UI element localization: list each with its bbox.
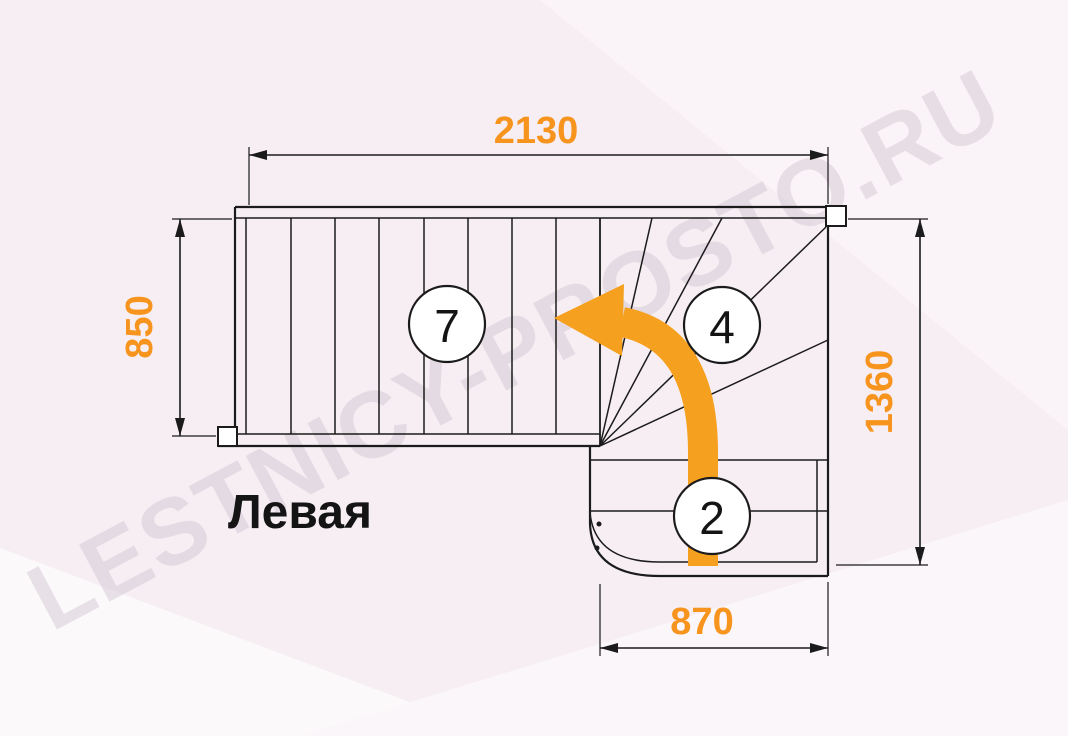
winder-step-count: 4	[709, 301, 735, 353]
dimension-arrowhead	[915, 547, 925, 565]
background-wedge-bottom-right	[300, 500, 1068, 736]
step-count-markers: 7 4 2	[407, 284, 762, 556]
dimension-arrowhead	[600, 643, 618, 653]
dimension-arrowhead	[915, 219, 925, 237]
lower-flight-step-count: 2	[699, 492, 725, 544]
dimension-arrowhead	[175, 418, 185, 436]
winder-count-circle	[682, 285, 762, 365]
dimension-arrowhead	[810, 150, 828, 160]
staircase-outline	[218, 205, 830, 578]
edge-dot	[596, 521, 602, 527]
background-wedge-top-right	[540, 0, 1068, 430]
direction-arrow	[554, 284, 718, 566]
plan-side-label: Левая	[228, 486, 372, 539]
dimension-arrowhead	[175, 219, 185, 237]
lower-flight-curved-outer-edge	[588, 523, 828, 578]
dimension-top-value: 2130	[494, 110, 579, 152]
upper-flight-count-circle	[407, 284, 487, 364]
newel-post-top-right	[825, 205, 847, 227]
dimension-arrowhead	[810, 643, 828, 653]
dimension-arrowhead	[249, 150, 267, 160]
dimension-right-value: 1360	[859, 350, 901, 435]
edge-dot	[594, 545, 600, 551]
dimension-bottom-value: 870	[670, 601, 733, 643]
lower-flight-curved-inner-edge	[589, 511, 817, 563]
upper-flight-step-count: 7	[434, 300, 460, 352]
lower-flight-count-circle	[672, 476, 752, 556]
newel-post-bottom-left	[217, 426, 238, 447]
background-wedge-bottom-left	[0, 548, 500, 736]
dimension-left-value: 850	[119, 295, 161, 358]
direction-arrow-tail	[618, 307, 718, 566]
dimension-lines	[172, 147, 928, 656]
direction-arrow-head	[554, 284, 624, 356]
winder-line	[599, 339, 829, 447]
